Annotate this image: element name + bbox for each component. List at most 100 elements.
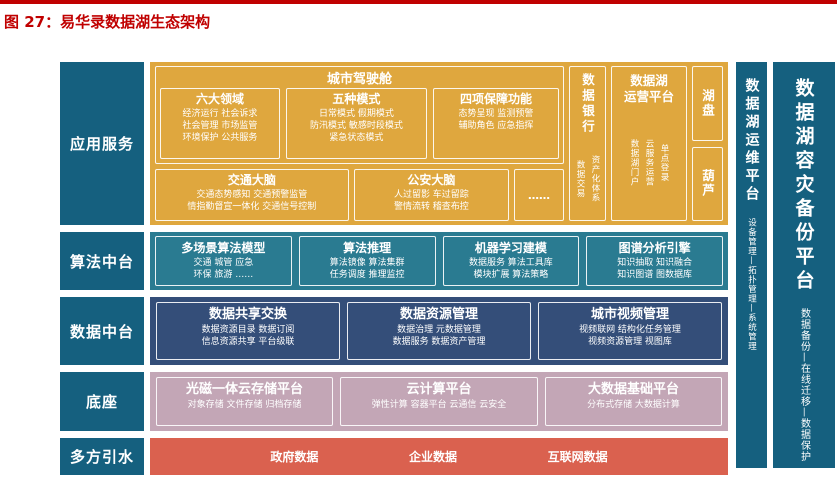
box-line: 分布式存储 大数据计算 — [587, 399, 680, 410]
data-bank-box: 数据银行 资产化体系 数据交易 — [569, 66, 606, 221]
box-title: 数据共享交换 — [208, 307, 287, 322]
lake-operation-items: 单点登录 云服务运营 数据湖门户 — [628, 111, 670, 215]
city-cockpit-title: 城市驾驶舱 — [326, 72, 392, 87]
data-sharing-box: 数据共享交换 数据资源目录 数据订阅 信息资源共享 平台级联 — [156, 302, 340, 360]
city-cockpit-box: 城市驾驶舱 六大领域 经济运行 社会诉求 社会管理 市场监管 环境保护 公共服务… — [155, 66, 564, 164]
box-line: 任务调度 推理监控 — [329, 269, 405, 280]
box-line: 视频联网 结构化任务管理 — [579, 324, 681, 335]
box-line: 数据服务 算法工具库 — [468, 257, 553, 268]
data-resource-mgmt-box: 数据资源管理 数据治理 元数据管理 数据服务 数据资产管理 — [347, 302, 531, 360]
gourd-box: 葫芦 — [692, 146, 723, 221]
six-domains-title: 六大领域 — [195, 92, 244, 106]
ops-title-line2: 运营平台 — [623, 88, 674, 104]
ops-item: 云服务运营 — [644, 139, 654, 187]
box-line: 信息资源共享 平台级联 — [201, 337, 295, 348]
six-domains-line: 经济运行 社会诉求 — [182, 108, 258, 119]
source-government-data: 政府数据 — [270, 450, 319, 464]
row-label-app-services: 应用服务 — [60, 62, 144, 225]
box-line: 弹性计算 容器平台 云通信 云安全 — [371, 399, 507, 410]
box-title: 多场景算法模型 — [181, 241, 266, 255]
box-line: 数据治理 元数据管理 — [397, 324, 481, 335]
box-title: 大数据基础平台 — [587, 382, 679, 397]
ops-item: 数据湖门户 — [629, 139, 639, 187]
box-line: 算法镜像 算法集群 — [329, 257, 405, 268]
four-guarantees-title: 四项保障功能 — [459, 92, 532, 106]
box-title: 图谱分析引擎 — [618, 241, 691, 255]
data-bank-item: 资产化体系 — [590, 154, 600, 203]
traffic-brain-line: 交通态势感知 交通预警监管 — [196, 189, 308, 200]
source-enterprise-data: 企业数据 — [408, 450, 457, 464]
box-title: 云计算平台 — [406, 382, 472, 397]
row-label-water-sources: 多方引水 — [60, 438, 144, 475]
box-line: 数据服务 数据资产管理 — [392, 337, 486, 348]
police-brain-title: 公安大脑 — [407, 173, 456, 187]
figure-title: 图 27：易华录数据湖生态架构 — [4, 13, 211, 31]
four-guarantees-line: 态势呈现 监测预警 — [458, 108, 534, 119]
source-internet-data: 互联网数据 — [547, 450, 608, 464]
data-sources-layer: 政府数据 企业数据 互联网数据 — [150, 438, 728, 475]
application-services-layer: 城市驾驶舱 六大领域 经济运行 社会诉求 社会管理 市场监管 环境保护 公共服务… — [150, 62, 728, 225]
row-label-base: 底座 — [60, 372, 144, 431]
disk-column: 湖盘 葫芦 — [692, 66, 723, 221]
brains-row: 交通大脑 交通态势感知 交通预警监管 情指勤督宣一体化 交通信号控制 公安大脑 … — [155, 169, 564, 221]
lake-disk-box: 湖盘 — [692, 66, 723, 141]
five-modes-line: 日常模式 假期模式 — [318, 108, 394, 119]
box-line: 知识抽取 知识融合 — [617, 257, 693, 268]
traffic-brain-box: 交通大脑 交通态势感知 交通预警监管 情指勤督宣一体化 交通信号控制 — [155, 169, 349, 221]
base-layer: 光磁一体云存储平台 对象存储 文件存储 归档存储 云计算平台 弹性计算 容器平台… — [150, 372, 728, 431]
cockpit-subboxes: 六大领域 经济运行 社会诉求 社会管理 市场监管 环境保护 公共服务 五种模式 … — [160, 88, 560, 159]
box-line: 模块扩展 算法策略 — [473, 269, 549, 280]
five-modes-line: 紧急状态模式 — [329, 132, 384, 143]
four-guarantees-line: 辅助角色 应急指挥 — [458, 120, 534, 131]
ops-item: 单点登录 — [659, 144, 669, 183]
lake-ops-maintenance-items: 设备管理—拓扑管理—系统管理 — [746, 218, 757, 351]
row-label-data-platform: 数据中台 — [60, 297, 144, 365]
traffic-brain-title: 交通大脑 — [227, 173, 276, 187]
box-line: 对象存储 文件存储 归档存储 — [187, 399, 302, 410]
six-domains-box: 六大领域 经济运行 社会诉求 社会管理 市场监管 环境保护 公共服务 — [160, 88, 280, 159]
box-line: 数据资源目录 数据订阅 — [201, 324, 295, 335]
police-brain-box: 公安大脑 人过留影 车过留踪 警情流转 稽查布控 — [353, 169, 510, 221]
top-rule — [0, 0, 837, 4]
disaster-backup-title: 数据湖容灾备份平台 — [792, 78, 815, 294]
box-line: 知识图谱 图数据库 — [617, 269, 693, 280]
box-title: 城市视频管理 — [590, 307, 669, 322]
data-bank-items: 资产化体系 数据交易 — [574, 142, 601, 215]
data-bank-item: 数据交易 — [575, 159, 585, 198]
five-modes-line: 防汛模式 敏感时段模式 — [309, 120, 403, 131]
ellipsis-box: …… — [514, 169, 564, 221]
box-title: 数据资源管理 — [399, 307, 478, 322]
app-left-column: 城市驾驶舱 六大领域 经济运行 社会诉求 社会管理 市场监管 环境保护 公共服务… — [155, 66, 564, 221]
algorithm-platform-layer: 多场景算法模型 交通 城管 应急 环保 旅游 …… 算法推理 算法镜像 算法集群… — [150, 232, 728, 290]
row-label-algorithm-platform: 算法中台 — [60, 232, 144, 290]
police-brain-line: 警情流转 稽查布控 — [393, 201, 469, 212]
box-line: 视频资源管理 视图库 — [588, 337, 672, 348]
algorithm-inference-box: 算法推理 算法镜像 算法集群 任务调度 推理监控 — [298, 236, 436, 286]
machine-learning-box: 机器学习建模 数据服务 算法工具库 模块扩展 算法策略 — [442, 236, 580, 286]
lake-operation-platform-box: 数据湖 运营平台 单点登录 云服务运营 数据湖门户 — [611, 66, 687, 221]
lake-ops-maintenance-bar: 数据湖运维平台 设备管理—拓扑管理—系统管理 — [736, 62, 767, 468]
six-domains-line: 社会管理 市场监管 — [182, 120, 258, 131]
five-modes-box: 五种模式 日常模式 假期模式 防汛模式 敏感时段模式 紧急状态模式 — [285, 88, 427, 159]
traffic-brain-line: 情指勤督宣一体化 交通信号控制 — [187, 201, 317, 212]
gourd-label: 葫芦 — [700, 169, 715, 199]
box-title: 算法推理 — [343, 241, 392, 255]
storage-platform-box: 光磁一体云存储平台 对象存储 文件存储 归档存储 — [156, 377, 333, 426]
city-video-mgmt-box: 城市视频管理 视频联网 结构化任务管理 视频资源管理 视图库 — [538, 302, 722, 360]
box-line: 交通 城管 应急 — [193, 257, 254, 268]
data-bank-title: 数据银行 — [580, 73, 595, 135]
ops-title-line1: 数据湖 — [630, 73, 668, 88]
box-title: 机器学习建模 — [474, 241, 547, 255]
four-guarantees-box: 四项保障功能 态势呈现 监测预警 辅助角色 应急指挥 — [432, 88, 560, 159]
five-modes-title: 五种模式 — [332, 92, 381, 106]
bigdata-platform-box: 大数据基础平台 分布式存储 大数据计算 — [545, 377, 722, 426]
lake-ops-maintenance-title: 数据湖运维平台 — [743, 78, 760, 204]
disaster-backup-items: 数据备份—在线迁移—数据保护 — [798, 308, 810, 462]
data-platform-layer: 数据共享交换 数据资源目录 数据订阅 信息资源共享 平台级联 数据资源管理 数据… — [150, 297, 728, 365]
six-domains-line: 环境保护 公共服务 — [182, 132, 258, 143]
lake-operation-platform-title: 数据湖 运营平台 — [624, 73, 674, 104]
police-brain-line: 人过留影 车过留踪 — [393, 189, 469, 200]
disaster-backup-bar: 数据湖容灾备份平台 数据备份—在线迁移—数据保护 — [773, 62, 835, 468]
multi-scene-model-box: 多场景算法模型 交通 城管 应急 环保 旅游 …… — [155, 236, 292, 286]
box-line: 环保 旅游 …… — [193, 269, 254, 280]
